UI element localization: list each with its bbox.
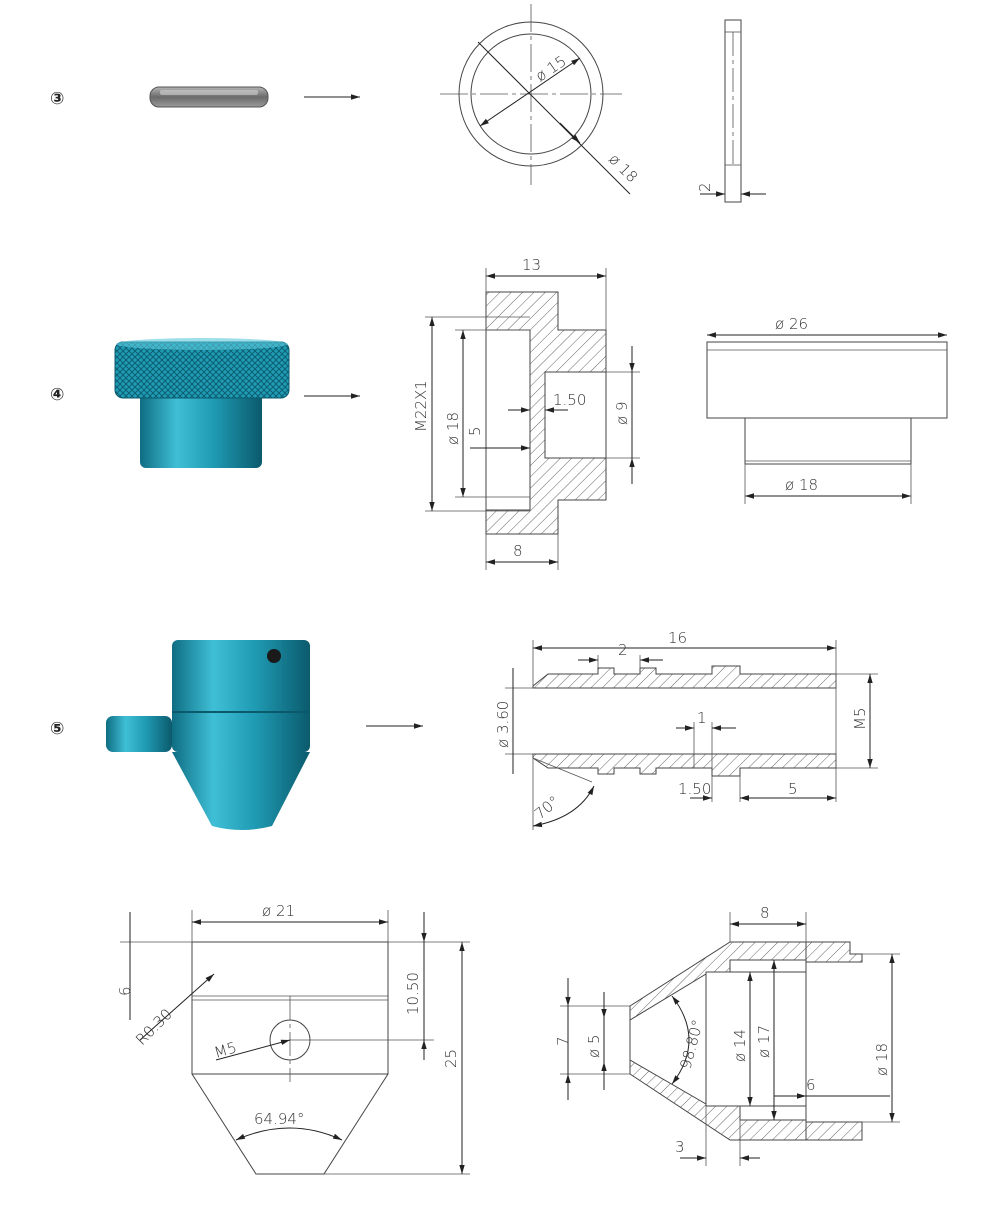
nozzle-top-diameter: ø 21 (262, 902, 295, 920)
nozzle-cone-angle-section: 98.80° (676, 1018, 706, 1071)
part-5-section-view: 16 2 ø 3.60 1 M5 1.50 5 70° (494, 629, 878, 830)
nozzle-chamfer: 6 (116, 986, 134, 996)
nozzle-inner-diameter: ø 17 (755, 1025, 773, 1058)
nozzle-cone-angle: 64.94° (254, 1110, 304, 1128)
part-3-thickness: 2 (696, 182, 714, 192)
part-3-label: ③ (50, 89, 64, 109)
part-4-side-view: ø 26 ø 18 (706, 315, 948, 504)
part-4-bottom-diameter: ø 18 (785, 476, 818, 494)
part-4-top-length: 13 (522, 256, 541, 274)
part-5-hole-diameter: ø 3.60 (494, 701, 512, 748)
part-5-offset: 5 (788, 780, 798, 798)
part-3-inner-diameter: ø 15 (532, 52, 569, 85)
nozzle-radius: R0.30 (132, 1005, 176, 1049)
nozzle-tip-length: 7 (554, 1036, 572, 1046)
part-4-top-diameter: ø 26 (775, 315, 808, 333)
nozzle-top-width: 8 (760, 904, 770, 922)
svg-text:③: ③ (50, 89, 64, 109)
part-5-length: 16 (668, 629, 687, 647)
part-5-nozzle-photo (106, 640, 310, 830)
part-3-outer-diameter: ø 18 (605, 150, 641, 186)
part-4-depth: 5 (466, 426, 484, 436)
part-4-label: ④ (50, 385, 64, 405)
part-4-bottom-length: 8 (513, 542, 523, 560)
nozzle-inner-step: 6 (806, 1076, 816, 1094)
part-5-groove: 2 (618, 641, 628, 659)
svg-text:④: ④ (50, 385, 64, 405)
part-5-step: 1.50 (678, 780, 711, 798)
part-3-side-view: 2 (696, 19, 766, 203)
nozzle-tip-diameter: ø 5 (585, 1035, 603, 1059)
nozzle-total-height: 25 (442, 1049, 460, 1068)
part-4-knob-photo (114, 338, 290, 468)
part-4-thread: M22X1 (412, 380, 430, 432)
nozzle-outer-diameter: ø 18 (873, 1043, 891, 1076)
part-4-bore-diameter: ø 18 (444, 412, 462, 445)
nozzle-tip-width: 3 (675, 1138, 685, 1156)
part-5-label: ⑤ (50, 719, 64, 739)
part-3-front-view: ø 15 ø 18 (440, 4, 641, 195)
part-4-section-view: 13 M22X1 ø 18 5 1.50 ø 9 8 (412, 256, 640, 570)
nozzle-port: M5 (212, 1038, 239, 1062)
nozzle-upper-height: 10.50 (404, 972, 422, 1015)
part-4-step: 1.50 (553, 391, 586, 409)
svg-text:⑤: ⑤ (50, 719, 64, 739)
nozzle-mid-diameter: ø 14 (731, 1029, 749, 1062)
nozzle-front-view: ø 21 6 R0.30 M5 10.50 25 64.94° (116, 902, 470, 1175)
part-3-washer-photo (149, 86, 269, 108)
part-4-hole-diameter: ø 9 (613, 402, 631, 426)
part-5-thread: M5 (851, 708, 869, 731)
part-5-slot: 1 (697, 709, 707, 727)
nozzle-section-view: 8 7 ø 5 98.80° ø 14 ø 17 6 ø 18 3 (554, 904, 900, 1166)
